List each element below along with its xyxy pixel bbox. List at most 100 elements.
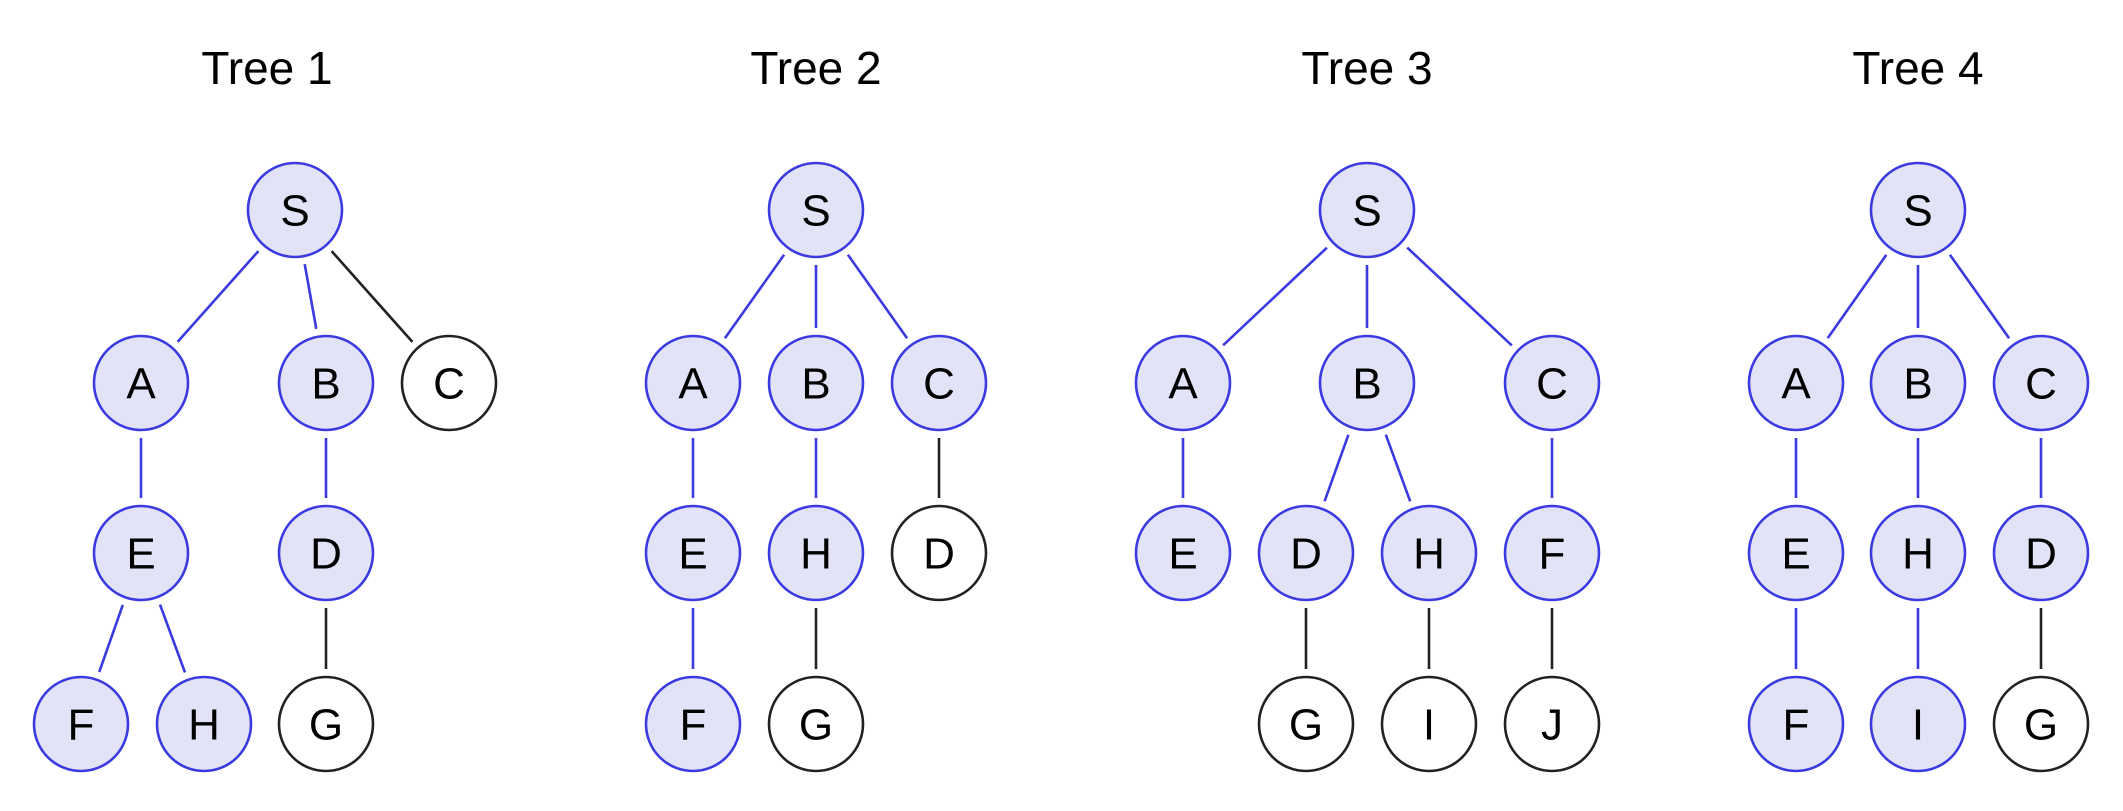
node-circle [400,334,498,432]
tree-4-node-e: E [1747,504,1845,602]
tree-1-edge-e-h [158,604,187,673]
tree-3-node-c: C [1503,334,1601,432]
node-circle [277,675,375,773]
node-label: A [678,360,708,409]
node-label: I [1423,701,1435,750]
node-circle [1134,334,1232,432]
node-circle [92,504,190,602]
node-circle [155,675,253,773]
node-circle [1992,334,2090,432]
titles-layer: Tree 1 Tree 2 Tree 3 Tree 4 [201,42,1983,94]
tree-1-node-s: S [246,161,344,259]
node-label: S [1352,187,1381,236]
node-circle [1503,334,1601,432]
node-circle [246,161,344,259]
tree-3-node-a: A [1134,334,1232,432]
tree-2-node-b: B [767,334,865,432]
tree-1-node-e: E [92,504,190,602]
node-label: S [280,187,309,236]
tree-4-node-c: C [1992,334,2090,432]
tree-4-node-a: A [1747,334,1845,432]
tree-2-edge-s-c [846,254,909,339]
node-label: G [799,701,833,750]
tree-4-edge-s-c [1948,254,2011,339]
node-label: C [1536,360,1568,409]
node-label: F [680,701,707,750]
tree-2-node-a: A [644,334,742,432]
tree-1-node-c: C [400,334,498,432]
node-label: A [126,360,156,409]
tree-4-node-f: F [1747,675,1845,773]
node-circle [1992,675,2090,773]
node-circle [277,504,375,602]
node-label: C [2025,360,2057,409]
node-label: F [68,701,95,750]
node-circle [1318,334,1416,432]
tree-1-edge-e-f [97,604,125,673]
tree-3-node-b: B [1318,334,1416,432]
node-label: D [923,530,955,579]
node-circle [32,675,130,773]
tree-3-edge-b-h [1384,434,1412,502]
node-circle [1869,161,1967,259]
node-label: G [1289,701,1323,750]
tree-4-node-g: G [1992,675,2090,773]
node-circle [1380,504,1478,602]
node-circle [1503,675,1601,773]
node-label: D [1290,530,1322,579]
node-label: C [923,360,955,409]
node-circle [277,334,375,432]
tree-4-node-s: S [1869,161,1967,259]
node-label: E [126,530,155,579]
node-label: S [1903,187,1932,236]
node-label: J [1541,701,1563,750]
node-label: A [1781,360,1811,409]
tree-2-edge-s-a [723,254,786,339]
node-circle [92,334,190,432]
node-label: H [188,701,220,750]
tree-3-node-h: H [1380,504,1478,602]
node-label: A [1168,360,1198,409]
node-circle [767,161,865,259]
node-label: F [1539,530,1566,579]
node-circle [1257,675,1355,773]
tree-3-title: Tree 3 [1301,42,1432,94]
node-circle [644,675,742,773]
node-circle [1869,675,1967,773]
tree-4-node-d: D [1992,504,2090,602]
node-circle [1747,504,1845,602]
node-circle [767,504,865,602]
tree-1-node-b: B [277,334,375,432]
tree-1-node-h: H [155,675,253,773]
node-label: H [800,530,832,579]
tree-2-node-h: H [767,504,865,602]
tree-3-node-e: E [1134,504,1232,602]
tree-3-edge-s-a [1222,246,1328,347]
node-label: G [2024,701,2058,750]
tree-3-node-j: J [1503,675,1601,773]
node-label: B [1903,360,1932,409]
node-circle [767,675,865,773]
node-circle [644,504,742,602]
tree-2-node-s: S [767,161,865,259]
node-circle [1134,504,1232,602]
tree-3-edge-s-c [1406,246,1513,347]
tree-2-node-f: F [644,675,742,773]
tree-1-edge-s-c [330,250,414,343]
tree-4-node-i: I [1869,675,1967,773]
node-circle [1869,334,1967,432]
node-circle [1318,161,1416,259]
tree-1-node-g: G [277,675,375,773]
tree-1-edge-s-b [303,263,318,330]
tree-2-title: Tree 2 [750,42,881,94]
tree-3-node-d: D [1257,504,1355,602]
tree-1-node-d: D [277,504,375,602]
node-label: D [2025,530,2057,579]
node-circle [1257,504,1355,602]
node-label: C [433,360,465,409]
node-label: S [801,187,830,236]
tree-4-node-h: H [1869,504,1967,602]
node-label: B [311,360,340,409]
tree-4-title: Tree 4 [1852,42,1983,94]
